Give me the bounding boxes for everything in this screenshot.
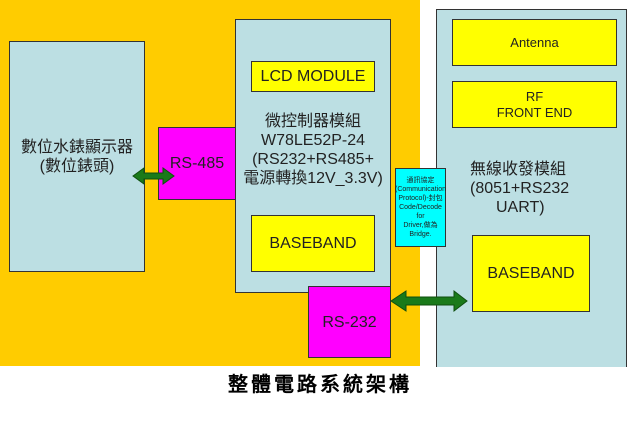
rf-module-title: 無線收發模組	[470, 161, 567, 178]
protocol-note-line1: 通訊協定	[406, 177, 435, 184]
protocol-note-line3: Protocol)-封包	[398, 195, 443, 202]
rs485-label: RS-485	[169, 155, 225, 172]
lcd-module-label: LCD MODULE	[260, 68, 366, 85]
rf-baseband-block[interactable]: BASEBAND	[472, 235, 590, 312]
protocol-note-line5: Driver,做為Bridge.	[403, 222, 438, 238]
protocol-note-line4: Code/Decode for	[399, 204, 442, 220]
mcu-baseband-label: BASEBAND	[269, 235, 357, 252]
mcu-title: 微控制器模組	[264, 113, 361, 130]
display-module-title: 數位水錶顯示器	[20, 138, 133, 156]
antenna-label: Antenna	[510, 34, 559, 50]
rs485-bidirectional-arrow	[132, 167, 175, 185]
diagram-caption: 整體電路系統架構	[228, 372, 412, 396]
protocol-note-line2: (Communication	[395, 186, 446, 193]
front-end-label: FRONT END	[496, 104, 573, 120]
mcu-part-number: W78LE52P-24	[260, 132, 366, 149]
lcd-module-block[interactable]: LCD MODULE	[251, 61, 375, 92]
display-module-subtitle: (數位錶頭)	[39, 157, 115, 175]
mcu-features: (RS232+RS485+	[252, 151, 374, 168]
rs485-interface[interactable]: RS-485	[158, 127, 236, 200]
antenna-block[interactable]: Antenna	[452, 19, 617, 66]
rs232-bidirectional-arrow	[390, 289, 468, 313]
rs232-label: RS-232	[322, 313, 377, 331]
mcu-module-description: 微控制器模組 W78LE52P-24 (RS232+RS485+ 電源轉換12V…	[236, 112, 390, 188]
rf-module-description: 無線收發模組 (8051+RS232 UART)	[470, 160, 620, 217]
rf-module-chip: (8051+RS232	[470, 180, 570, 197]
rf-front-end-block[interactable]: RF FRONT END	[452, 81, 617, 128]
protocol-note: 通訊協定 (Communication Protocol)-封包 Code/De…	[395, 168, 446, 247]
rf-baseband-label: BASEBAND	[487, 265, 575, 282]
digital-meter-display-module[interactable]: 數位水錶顯示器 (數位錶頭)	[9, 41, 145, 272]
mcu-baseband-block[interactable]: BASEBAND	[251, 215, 375, 272]
mcu-power: 電源轉換12V_3.3V)	[243, 170, 383, 187]
rf-module-uart: UART)	[496, 199, 545, 216]
rf-label: RF	[525, 88, 544, 104]
rs232-interface[interactable]: RS-232	[308, 286, 391, 358]
